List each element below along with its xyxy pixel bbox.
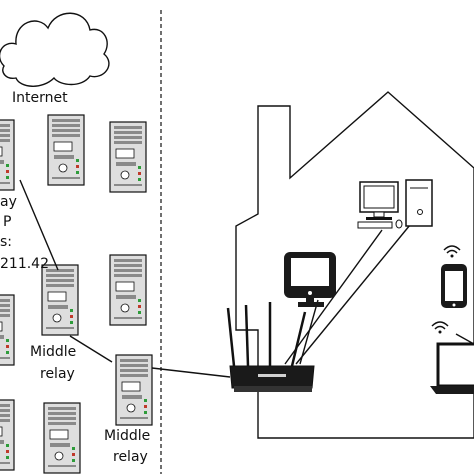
server-icon <box>115 354 153 426</box>
wifi-signal-icon <box>443 245 461 259</box>
wifi-router-icon <box>226 302 315 392</box>
middle-relay-label: Middle <box>104 428 150 444</box>
server-icon <box>0 119 15 191</box>
middle-relay-label: relay <box>40 366 75 382</box>
device-link-line <box>455 333 474 345</box>
relay-link-line <box>69 335 113 363</box>
relay-label-fragment: P <box>3 214 11 230</box>
cloud-icon <box>0 12 110 87</box>
server-icon <box>109 121 147 193</box>
device-link-line <box>299 299 319 365</box>
server-icon <box>41 264 79 336</box>
server-icon <box>43 402 81 474</box>
device-link-line <box>284 229 383 365</box>
wifi-signal-icon <box>431 321 449 335</box>
relay-label-fragment: s: <box>0 234 12 250</box>
smartphone-icon <box>441 264 467 308</box>
relay-label-fragment: ay <box>0 194 17 210</box>
server-icon <box>47 114 85 186</box>
server-icon <box>109 254 147 326</box>
laptop-icon <box>430 342 474 394</box>
relay-link-line <box>19 179 59 271</box>
device-link-line <box>295 224 411 365</box>
house-outline-icon <box>235 91 474 439</box>
server-icon <box>0 294 15 366</box>
desktop-computer-icon <box>357 179 433 229</box>
relay-ip-fragment: 211.42 <box>0 256 49 272</box>
internet-label: Internet <box>12 90 68 106</box>
tv-monitor-icon <box>284 252 336 307</box>
middle-relay-label: Middle <box>30 344 76 360</box>
server-icon <box>0 399 15 471</box>
middle-relay-label: relay <box>113 449 148 465</box>
relay-link-line <box>151 367 231 378</box>
